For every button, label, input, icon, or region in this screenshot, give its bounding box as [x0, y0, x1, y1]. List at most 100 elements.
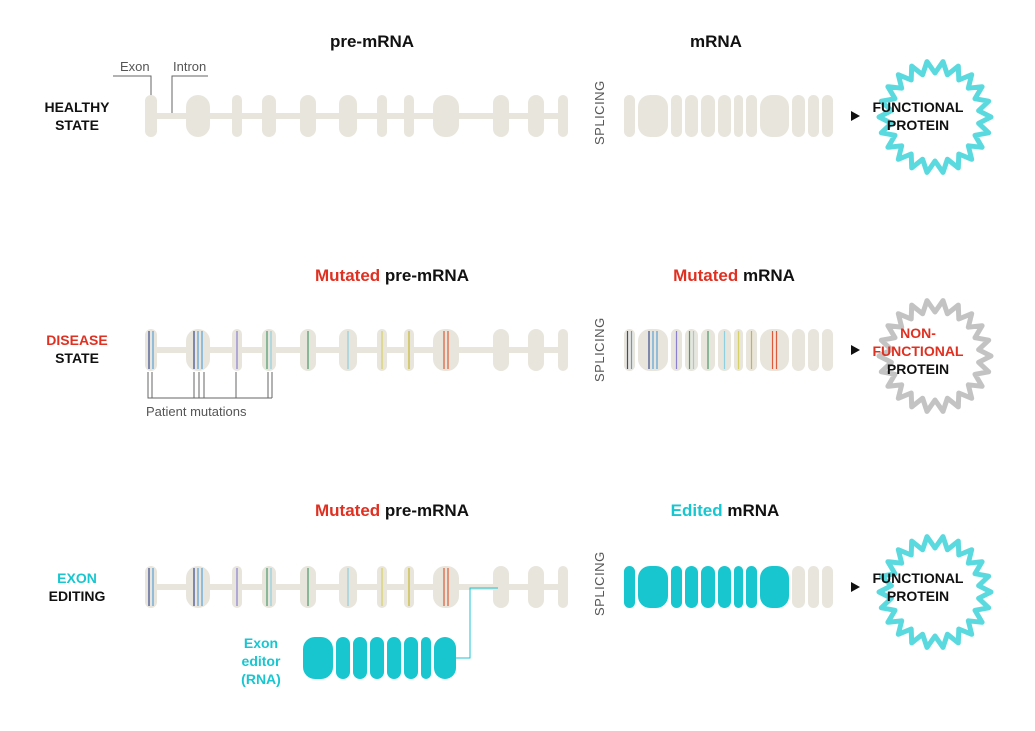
exon	[528, 329, 544, 371]
exon	[339, 95, 357, 137]
editing-arrow-icon	[851, 582, 860, 592]
intron-pointer-line	[171, 75, 208, 115]
mrna-exon	[746, 95, 757, 137]
mrna-exon	[822, 566, 833, 608]
row-healthy: HEALTHY STATE pre-mRNA mRNA Exon Intron …	[44, 32, 994, 175]
editor-exon	[404, 637, 418, 679]
exon	[558, 329, 568, 371]
healthy-state-label-line2: STATE	[55, 117, 99, 133]
healthy-mrna-strand	[624, 95, 833, 137]
mrna-exon	[760, 566, 789, 608]
mrna-exon	[701, 566, 715, 608]
mrna-exon	[638, 95, 668, 137]
disease-splicing-label: SPLICING	[592, 317, 607, 382]
mrna-exon	[624, 566, 635, 608]
mrna-exon	[624, 329, 635, 371]
exon	[262, 95, 276, 137]
mrna-exon	[624, 95, 635, 137]
exon	[300, 95, 316, 137]
healthy-arrow-icon	[851, 111, 860, 121]
editor-exon	[387, 637, 401, 679]
exon	[558, 95, 568, 137]
editing-protein-label-line1: FUNCTIONAL	[873, 570, 964, 586]
exon	[493, 329, 509, 371]
edited-mrna-strand	[624, 566, 833, 608]
editor-label-line1: Exon	[244, 635, 278, 651]
healthy-protein-label-line1: FUNCTIONAL	[873, 99, 964, 115]
editing-state-label-line1: EXON	[57, 570, 97, 586]
mrna-exon	[822, 95, 833, 137]
exon	[433, 95, 459, 137]
editor-exon	[421, 637, 431, 679]
exon	[528, 95, 544, 137]
row-disease: DISEASE STATE Mutated pre-mRNA Mutated m…	[46, 266, 994, 419]
mrna-exon	[734, 95, 743, 137]
disease-mrna-title: Mutated mRNA	[673, 266, 795, 285]
disease-protein-label-line2: FUNCTIONAL	[873, 343, 964, 359]
exon	[493, 566, 509, 608]
disease-state-label-line1: DISEASE	[46, 332, 107, 348]
mrna-exon	[746, 566, 757, 608]
exon	[145, 95, 157, 137]
disease-protein-label-line3: PROTEIN	[887, 361, 949, 377]
editor-label-line3: (RNA)	[241, 671, 281, 687]
mrna-exon	[701, 95, 715, 137]
exon	[528, 566, 544, 608]
exon	[232, 95, 242, 137]
mrna-exon	[792, 329, 805, 371]
exon	[558, 566, 568, 608]
editing-pre-mrna-title: Mutated pre-mRNA	[315, 501, 469, 520]
exon	[262, 566, 276, 608]
exon	[145, 566, 157, 608]
editor-exon	[353, 637, 367, 679]
healthy-pre-mrna-strand	[145, 95, 568, 137]
exon	[262, 329, 276, 371]
disease-arrow-icon	[851, 345, 860, 355]
exon	[145, 329, 157, 371]
editor-connector-line	[455, 587, 498, 659]
mrna-exon	[734, 566, 743, 608]
exon-label: Exon	[120, 59, 150, 74]
disease-pre-mrna-strand	[145, 329, 568, 371]
exon	[493, 95, 509, 137]
protein-outline	[876, 59, 994, 175]
nonfunctional-protein-icon	[876, 298, 994, 414]
healthy-protein-label-line2: PROTEIN	[887, 117, 949, 133]
editor-exon	[303, 637, 333, 679]
protein-core	[894, 551, 976, 633]
mrna-exon	[718, 95, 731, 137]
protein-outline	[876, 298, 994, 414]
mrna-exon	[638, 566, 668, 608]
functional-protein-icon	[876, 534, 994, 650]
mrna-exon	[808, 329, 819, 371]
functional-protein-icon	[876, 59, 994, 175]
editing-splicing-label: SPLICING	[592, 551, 607, 616]
mrna-exon	[685, 329, 698, 371]
mrna-exon	[822, 329, 833, 371]
disease-mrna-strand	[624, 329, 833, 371]
editing-state-label-line2: EDITING	[49, 588, 106, 604]
exon-editor-rna-strand	[303, 637, 456, 679]
protein-outline	[876, 534, 994, 650]
mrna-exon	[792, 95, 805, 137]
exon	[186, 95, 210, 137]
row-editing: EXON EDITING Mutated pre-mRNA Edited mRN…	[49, 501, 994, 687]
healthy-state-label-line1: HEALTHY	[44, 99, 110, 115]
mrna-exon	[792, 566, 805, 608]
exon	[433, 566, 459, 608]
healthy-pre-mrna-title: pre-mRNA	[330, 32, 414, 51]
disease-pre-mrna-title: Mutated pre-mRNA	[315, 266, 469, 285]
healthy-splicing-label: SPLICING	[592, 80, 607, 145]
protein-core	[894, 315, 976, 397]
editing-mrna-title: Edited mRNA	[671, 501, 780, 520]
mrna-exon	[671, 566, 682, 608]
editor-exon	[434, 637, 456, 679]
mrna-exon	[671, 95, 682, 137]
editor-exon	[336, 637, 350, 679]
exon-pointer-line	[113, 75, 152, 97]
protein-core	[894, 76, 976, 158]
disease-state-label-line2: STATE	[55, 350, 99, 366]
disease-protein-label-line1: NON-	[900, 325, 936, 341]
mrna-exon	[718, 566, 731, 608]
mrna-exon	[760, 329, 789, 371]
